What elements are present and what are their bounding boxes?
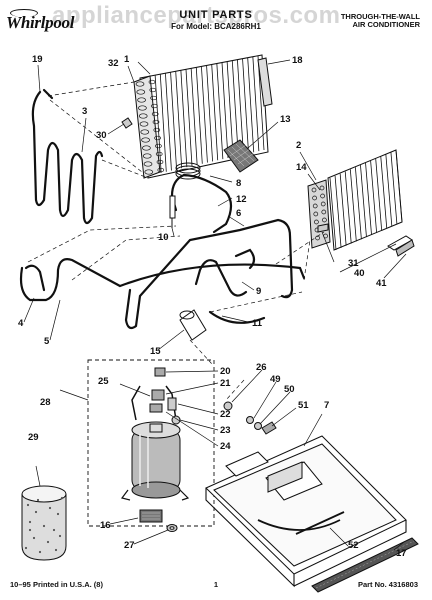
callout-17: 17 bbox=[396, 548, 407, 559]
base-pan bbox=[205, 435, 407, 588]
callout-28: 28 bbox=[40, 397, 51, 408]
callout-numbers: 1234567891011121314151617181920212223242… bbox=[18, 54, 407, 559]
callout-19: 19 bbox=[32, 54, 43, 65]
callout-25: 25 bbox=[98, 376, 109, 387]
compressor-mount-grommet bbox=[139, 509, 163, 523]
callout-24: 24 bbox=[220, 441, 231, 452]
product-type-line-2: AIR CONDITIONER bbox=[352, 19, 421, 29]
screen-filter bbox=[223, 139, 259, 173]
callout-10: 10 bbox=[158, 232, 169, 243]
callout-31: 31 bbox=[348, 258, 359, 269]
capillary-tube-coil bbox=[175, 162, 201, 180]
drier-plug bbox=[121, 117, 133, 129]
thermostat-bulb bbox=[169, 195, 176, 228]
part-number: Part No. 4316803 bbox=[357, 580, 418, 589]
assembly-dashed-lines bbox=[27, 81, 325, 401]
callout-14: 14 bbox=[296, 162, 307, 173]
product-type-line-1: THROUGH-THE-WALL bbox=[340, 12, 420, 21]
muffler-cylinder bbox=[21, 485, 67, 561]
callout-41: 41 bbox=[376, 278, 387, 289]
valve-grommets bbox=[223, 401, 277, 435]
brand-logo-arc bbox=[10, 9, 38, 17]
callout-40: 40 bbox=[354, 268, 365, 279]
callout-8: 8 bbox=[236, 178, 241, 189]
watermark-text: appliancepartspros.com bbox=[52, 2, 341, 29]
callout-2: 2 bbox=[296, 140, 301, 151]
callout-12: 12 bbox=[236, 194, 247, 205]
callout-4: 4 bbox=[18, 318, 24, 329]
callout-26: 26 bbox=[256, 362, 267, 373]
evaporator-coil bbox=[307, 149, 403, 251]
callout-21: 21 bbox=[220, 378, 231, 389]
callout-27: 27 bbox=[124, 540, 135, 551]
callout-1: 1 bbox=[124, 54, 130, 65]
callout-51: 51 bbox=[298, 400, 309, 411]
callout-32: 32 bbox=[108, 58, 119, 69]
base-seal-strip bbox=[311, 537, 419, 593]
callout-7: 7 bbox=[324, 400, 329, 411]
mounting-nut bbox=[166, 524, 178, 532]
callout-11: 11 bbox=[252, 318, 263, 329]
callout-6: 6 bbox=[236, 208, 241, 219]
callout-20: 20 bbox=[220, 366, 231, 377]
callout-5: 5 bbox=[44, 336, 50, 347]
brand-logo: Whirlpool bbox=[6, 13, 75, 32]
model-number: For Model: BCA286RH1 bbox=[171, 22, 261, 31]
print-info: 10–95 Printed in U.S.A. (8) bbox=[10, 580, 103, 589]
callout-50: 50 bbox=[284, 384, 295, 395]
page-title: UNIT PARTS bbox=[179, 9, 253, 21]
callout-9: 9 bbox=[256, 286, 261, 297]
compressor-group-box bbox=[87, 359, 215, 527]
accumulator-sleeve bbox=[179, 309, 207, 341]
page-number: 1 bbox=[213, 580, 219, 589]
mounting-bracket bbox=[387, 235, 415, 257]
callout-29: 29 bbox=[28, 432, 39, 443]
callout-leaders bbox=[23, 59, 407, 551]
overload-protector-parts bbox=[149, 367, 181, 425]
callout-30: 30 bbox=[96, 130, 107, 141]
tube-clip bbox=[317, 223, 329, 233]
callout-18: 18 bbox=[292, 55, 303, 66]
callout-16: 16 bbox=[100, 520, 111, 531]
callout-52: 52 bbox=[348, 540, 359, 551]
coil-side-bracket bbox=[257, 57, 273, 107]
product-type: THROUGH-THE-WALL AIR CONDITIONER bbox=[341, 13, 420, 29]
callout-49: 49 bbox=[270, 374, 281, 385]
callout-13: 13 bbox=[280, 114, 291, 125]
compressor bbox=[120, 385, 190, 501]
callout-23: 23 bbox=[220, 425, 231, 436]
callout-3: 3 bbox=[82, 106, 87, 117]
callout-22: 22 bbox=[220, 409, 231, 420]
callout-15: 15 bbox=[150, 346, 161, 357]
